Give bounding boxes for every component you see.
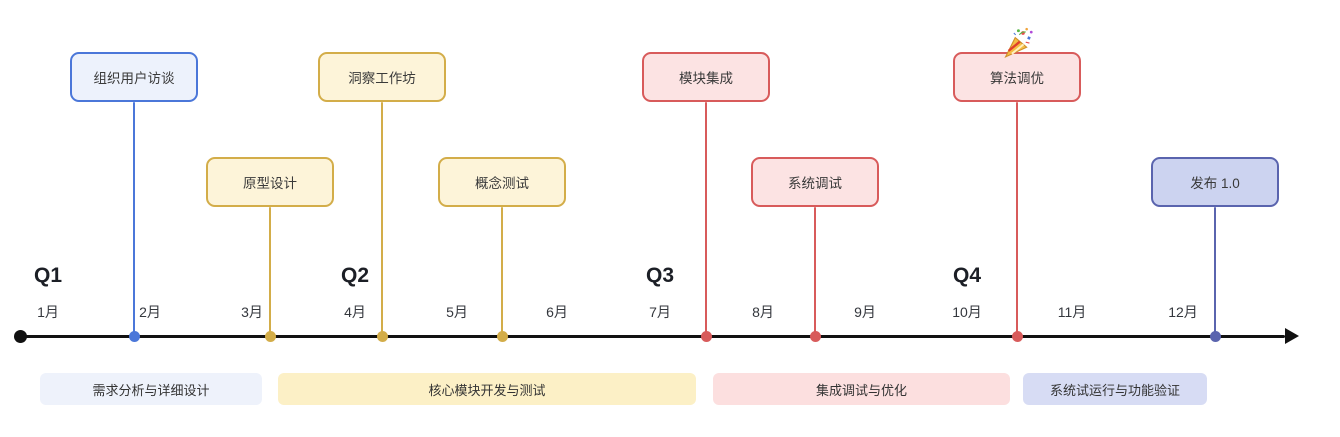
milestone-label: 系统调试 — [788, 176, 842, 191]
quarter-label-q2: Q2 — [340, 264, 370, 287]
milestone-card: 发布 1.0 — [1151, 157, 1279, 207]
milestone-connector — [380, 102, 384, 336]
milestone-label: 概念测试 — [475, 176, 529, 191]
month-label: 7月 — [649, 304, 671, 320]
milestone-connector — [1015, 102, 1019, 336]
phase-bar: 需求分析与详细设计 — [40, 373, 262, 405]
milestone-axis-dot — [1011, 330, 1023, 342]
milestone-label: 发布 1.0 — [1190, 176, 1240, 191]
milestone-axis-dot — [809, 330, 821, 342]
month-label: 12月 — [1168, 304, 1198, 320]
month-label: 5月 — [446, 304, 468, 320]
milestone-axis-dot — [376, 330, 388, 342]
milestone-axis-dot — [264, 330, 276, 342]
axis-arrowhead-icon — [1285, 328, 1299, 344]
milestone-card: 系统调试 — [751, 157, 879, 207]
milestone-label: 模块集成 — [679, 71, 733, 86]
milestone-card: 洞察工作坊 — [318, 52, 446, 102]
month-label: 11月 — [1057, 304, 1087, 320]
month-label: 2月 — [139, 304, 161, 320]
phase-bar: 集成调试与优化 — [713, 373, 1010, 405]
month-label: 1月 — [37, 304, 59, 320]
phase-label: 核心模块开发与测试 — [428, 382, 546, 398]
milestone-card: 组织用户访谈 — [70, 52, 198, 102]
milestone-connector — [500, 207, 504, 336]
milestone-label: 算法调优 — [990, 71, 1044, 86]
timeline-axis — [20, 334, 1285, 338]
phase-bar: 核心模块开发与测试 — [278, 373, 696, 405]
milestone-card: 概念测试 — [438, 157, 566, 207]
milestone-card: 原型设计 — [206, 157, 334, 207]
phase-label: 系统试运行与功能验证 — [1049, 382, 1180, 398]
milestone-label: 原型设计 — [243, 176, 297, 191]
milestone-label: 组织用户访谈 — [93, 71, 175, 86]
milestone-connector — [132, 102, 136, 336]
milestone-card: 算法调优 — [953, 52, 1081, 102]
milestone-axis-dot — [496, 330, 508, 342]
quarter-label-q1: Q1 — [33, 264, 63, 287]
milestone-connector — [1213, 207, 1217, 336]
month-label: 3月 — [241, 304, 263, 320]
milestone-axis-dot — [1209, 330, 1221, 342]
quarter-label-q3: Q3 — [645, 264, 675, 287]
phase-label: 需求分析与详细设计 — [92, 382, 210, 398]
milestone-connector — [813, 207, 817, 336]
phase-bar: 系统试运行与功能验证 — [1023, 373, 1207, 405]
milestone-connector — [268, 207, 272, 336]
phase-label: 集成调试与优化 — [815, 382, 907, 398]
milestone-axis-dot — [128, 330, 140, 342]
milestone-label: 洞察工作坊 — [348, 71, 416, 86]
month-label: 10月 — [952, 304, 982, 320]
milestone-connector — [704, 102, 708, 336]
milestone-axis-dot — [700, 330, 712, 342]
milestone-card: 模块集成 — [642, 52, 770, 102]
month-label: 6月 — [546, 304, 568, 320]
month-label: 9月 — [854, 304, 876, 320]
quarter-label-q4: Q4 — [952, 264, 982, 287]
axis-start-dot — [13, 329, 27, 343]
month-label: 8月 — [752, 304, 774, 320]
month-label: 4月 — [344, 304, 366, 320]
